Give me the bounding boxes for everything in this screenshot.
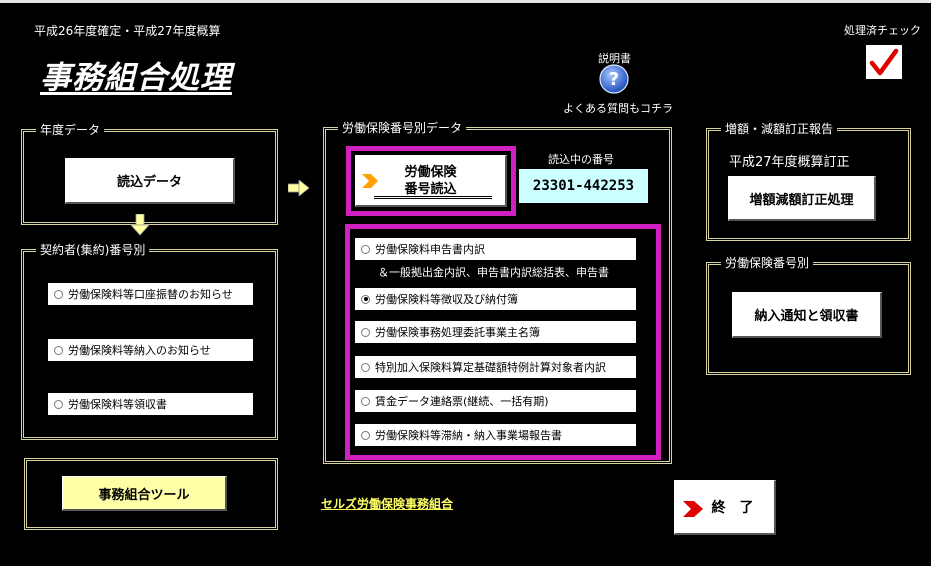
bango-option-tokubetsu[interactable]: 特別加入保険料算定基礎額特例計算対象者内訳 bbox=[355, 356, 636, 378]
page-title: 事務組合処理 bbox=[40, 60, 232, 96]
checkmark-icon bbox=[869, 48, 899, 76]
load-number-line1: 労働保険 bbox=[404, 164, 457, 180]
bango-option-subnote: ＆一般拠出金内訳、申告書内訳総括表、申告書 bbox=[378, 266, 609, 279]
bango-betsu-group: 労働保険番号別 bbox=[706, 257, 911, 375]
help-icon[interactable]: ? bbox=[599, 64, 629, 94]
red-arrow-icon bbox=[362, 174, 378, 193]
keiyaku-option-ryoushuu[interactable]: 労働保険料等領収書 bbox=[48, 393, 253, 415]
option-label: 労働保険料申告書内訳 bbox=[375, 243, 485, 256]
option-label: 労働保険事務処理委託事業主名簿 bbox=[375, 326, 540, 339]
option-label: 特別加入保険料算定基礎額特例計算対象者内訳 bbox=[375, 361, 606, 374]
keiyaku-option-nounyu[interactable]: 労働保険料等納入のお知らせ bbox=[48, 339, 253, 361]
current-number-label: 読込中の番号 bbox=[548, 153, 614, 166]
option-label: 労働保険料等領収書 bbox=[68, 398, 167, 411]
radio-icon bbox=[361, 362, 370, 372]
bango-option-tainou[interactable]: 労働保険料等滞納・納入事業場報告書 bbox=[355, 424, 636, 446]
nounyu-tsuchi-button[interactable]: 納入通知と領収書 bbox=[732, 292, 882, 338]
button-underline bbox=[374, 196, 492, 199]
down-arrow-icon bbox=[130, 213, 150, 240]
manual-label: 説明書 bbox=[598, 52, 631, 65]
jimu-kumiai-tool-button[interactable]: 事務組合ツール bbox=[62, 476, 227, 511]
nendo-data-group: 年度データ bbox=[21, 124, 278, 225]
processed-checkbox[interactable] bbox=[866, 45, 902, 79]
option-label: 賃金データ連絡票(継続、一括有期) bbox=[375, 395, 549, 408]
keiyaku-legend: 契約者(集約)番号別 bbox=[40, 243, 146, 257]
bango-option-shinkokusho[interactable]: 労働保険料申告書内訳 bbox=[355, 238, 636, 260]
zougaku-teisei-button[interactable]: 増額減額訂正処理 bbox=[728, 176, 876, 221]
option-label: 労働保険料等滞納・納入事業場報告書 bbox=[375, 429, 562, 442]
load-number-line2: 番号読込 bbox=[404, 181, 457, 197]
option-label: 労働保険料等口座振替のお知らせ bbox=[68, 288, 233, 301]
exit-label: 終 了 bbox=[711, 500, 754, 516]
radio-icon bbox=[54, 399, 63, 409]
load-number-highlight bbox=[346, 146, 516, 216]
option-label: 労働保険料等納入のお知らせ bbox=[68, 344, 211, 357]
keiyaku-option-kouza[interactable]: 労働保険料等口座振替のお知らせ bbox=[48, 283, 253, 305]
bango-betsu-legend: 労働保険番号別 bbox=[725, 256, 810, 270]
right-arrow-icon bbox=[287, 179, 310, 200]
radio-icon bbox=[361, 244, 370, 254]
option-label: 労働保険料等徴収及び納付簿 bbox=[375, 293, 518, 306]
bango-data-legend: 労働保険番号別データ bbox=[342, 121, 463, 135]
processed-check-label: 処理済チェック bbox=[844, 24, 921, 37]
radio-icon bbox=[361, 396, 370, 406]
load-hoken-number-button[interactable]: 労働保険 番号読込 bbox=[355, 155, 507, 207]
bango-data-group: 労働保険番号別データ bbox=[323, 122, 672, 464]
load-data-button[interactable]: 読込データ bbox=[65, 158, 235, 204]
fiscal-year-subtitle: 平成26年度確定・平成27年度概算 bbox=[34, 24, 221, 38]
radio-icon bbox=[54, 345, 63, 355]
zougaku-group: 増額・減額訂正報告 bbox=[706, 123, 911, 241]
report-options-highlight bbox=[345, 224, 661, 460]
nendo-data-legend: 年度データ bbox=[40, 123, 101, 137]
red-arrow-icon bbox=[683, 501, 703, 521]
exit-button[interactable]: 終 了 bbox=[674, 480, 776, 535]
bango-option-meibo[interactable]: 労働保険事務処理委託事業主名簿 bbox=[355, 321, 636, 343]
bango-option-chingin[interactable]: 賃金データ連絡票(継続、一括有期) bbox=[355, 390, 636, 412]
radio-icon bbox=[361, 327, 370, 337]
window-top-border bbox=[0, 0, 931, 3]
zougaku-caption: 平成27年度概算訂正 bbox=[729, 155, 850, 170]
keiyaku-group: 契約者(集約)番号別 bbox=[21, 244, 278, 440]
faq-link[interactable]: よくある質問もコチラ bbox=[563, 102, 673, 115]
bango-option-choushuu[interactable]: 労働保険料等徴収及び納付簿 bbox=[355, 288, 636, 310]
radio-selected-icon bbox=[361, 294, 370, 304]
tool-group bbox=[24, 458, 278, 530]
footer-link[interactable]: セルズ労働保険事務組合 bbox=[321, 497, 454, 511]
svg-text:?: ? bbox=[609, 69, 619, 90]
radio-icon bbox=[54, 289, 63, 299]
radio-icon bbox=[361, 430, 370, 440]
current-number-value: 23301-442253 bbox=[519, 169, 648, 203]
zougaku-legend: 増額・減額訂正報告 bbox=[725, 122, 834, 136]
